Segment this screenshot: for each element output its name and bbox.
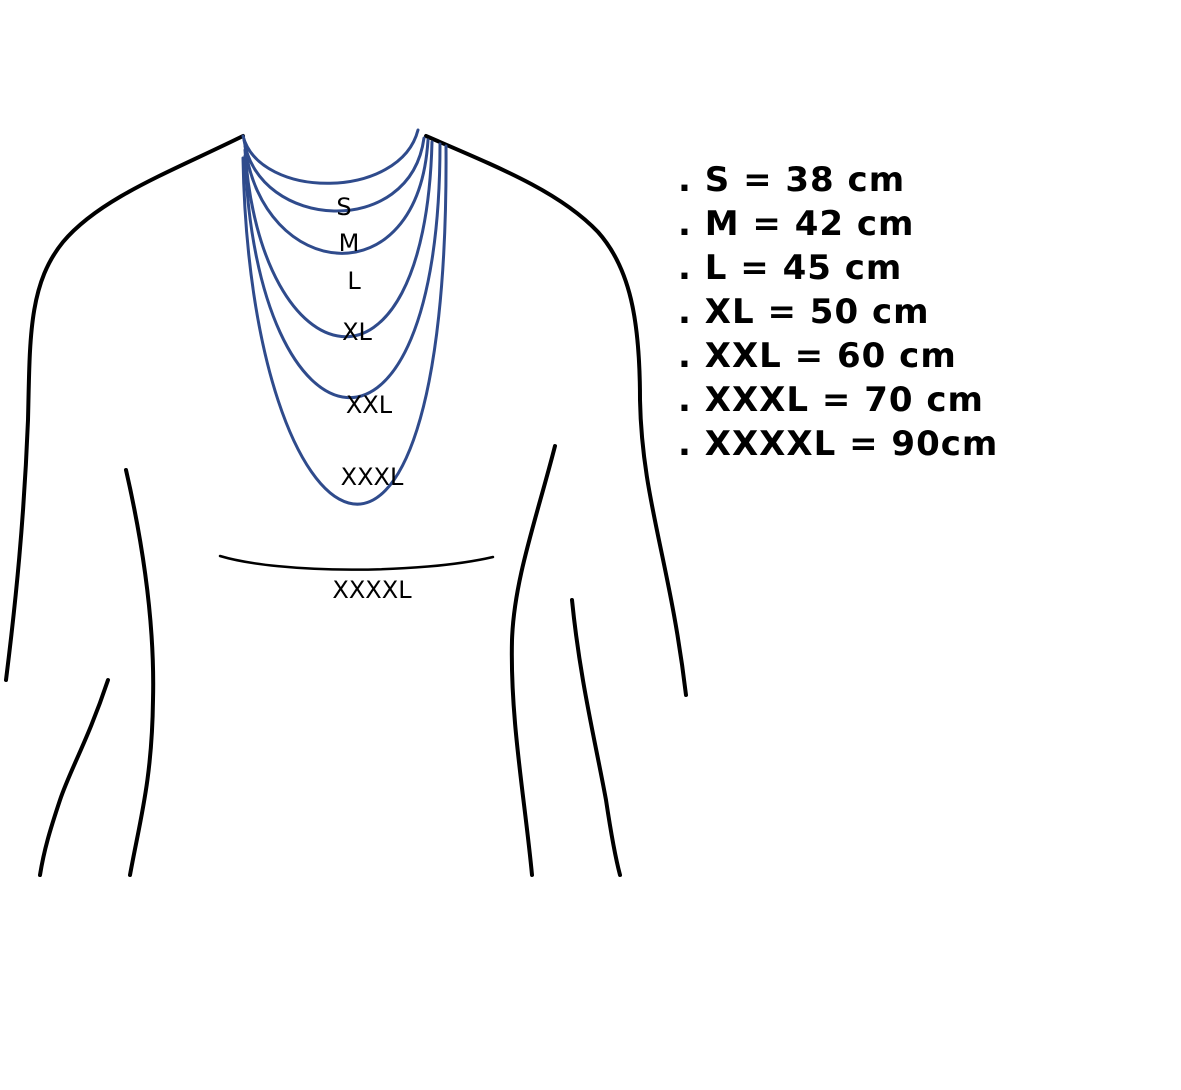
necklace-label-xxxl: XXXL xyxy=(341,463,404,491)
torso-outline-right xyxy=(424,134,688,697)
necklace-label-s: S xyxy=(336,193,351,221)
necklace-chain-m xyxy=(242,136,426,213)
necklace-chain-xl xyxy=(243,140,434,339)
legend-item-xxxl: . XXXL = 70 cm xyxy=(678,380,984,420)
right-arm-outer-line xyxy=(570,598,622,877)
necklace-chain-xxl xyxy=(243,142,442,399)
necklace-label-l: L xyxy=(347,267,361,295)
necklace-label-xl: XL xyxy=(342,318,372,346)
legend-item-xxxxl: . XXXXL = 90cm xyxy=(678,424,999,464)
necklace-label-m: M xyxy=(339,229,360,257)
legend-item-m: . M = 42 cm xyxy=(678,204,915,244)
legend-item-l: . L = 45 cm xyxy=(678,248,903,288)
necklace-label-xxl: XXL xyxy=(346,391,393,419)
legend-item-s: . S = 38 cm xyxy=(678,160,906,200)
left-arm-inner-line xyxy=(124,468,156,877)
necklace-chain-s xyxy=(241,128,420,185)
torso-diagram: S M L XL XXL XXXL XXXXL xyxy=(4,128,688,877)
torso-outline-left xyxy=(4,134,245,682)
necklace-chain-l xyxy=(243,138,430,255)
chest-line xyxy=(218,554,495,571)
legend-item-xxl: . XXL = 60 cm xyxy=(678,336,957,376)
right-arm-inner-line xyxy=(509,444,557,877)
size-legend: . S = 38 cm . M = 42 cm . L = 45 cm . XL… xyxy=(678,158,998,466)
legend-item-xl: . XL = 50 cm xyxy=(678,292,930,332)
left-arm-outer-line xyxy=(38,678,110,877)
necklace-label-xxxxl: XXXXL xyxy=(332,576,412,604)
necklace-chain-xxxl xyxy=(241,144,448,506)
necklace-group xyxy=(241,128,448,506)
